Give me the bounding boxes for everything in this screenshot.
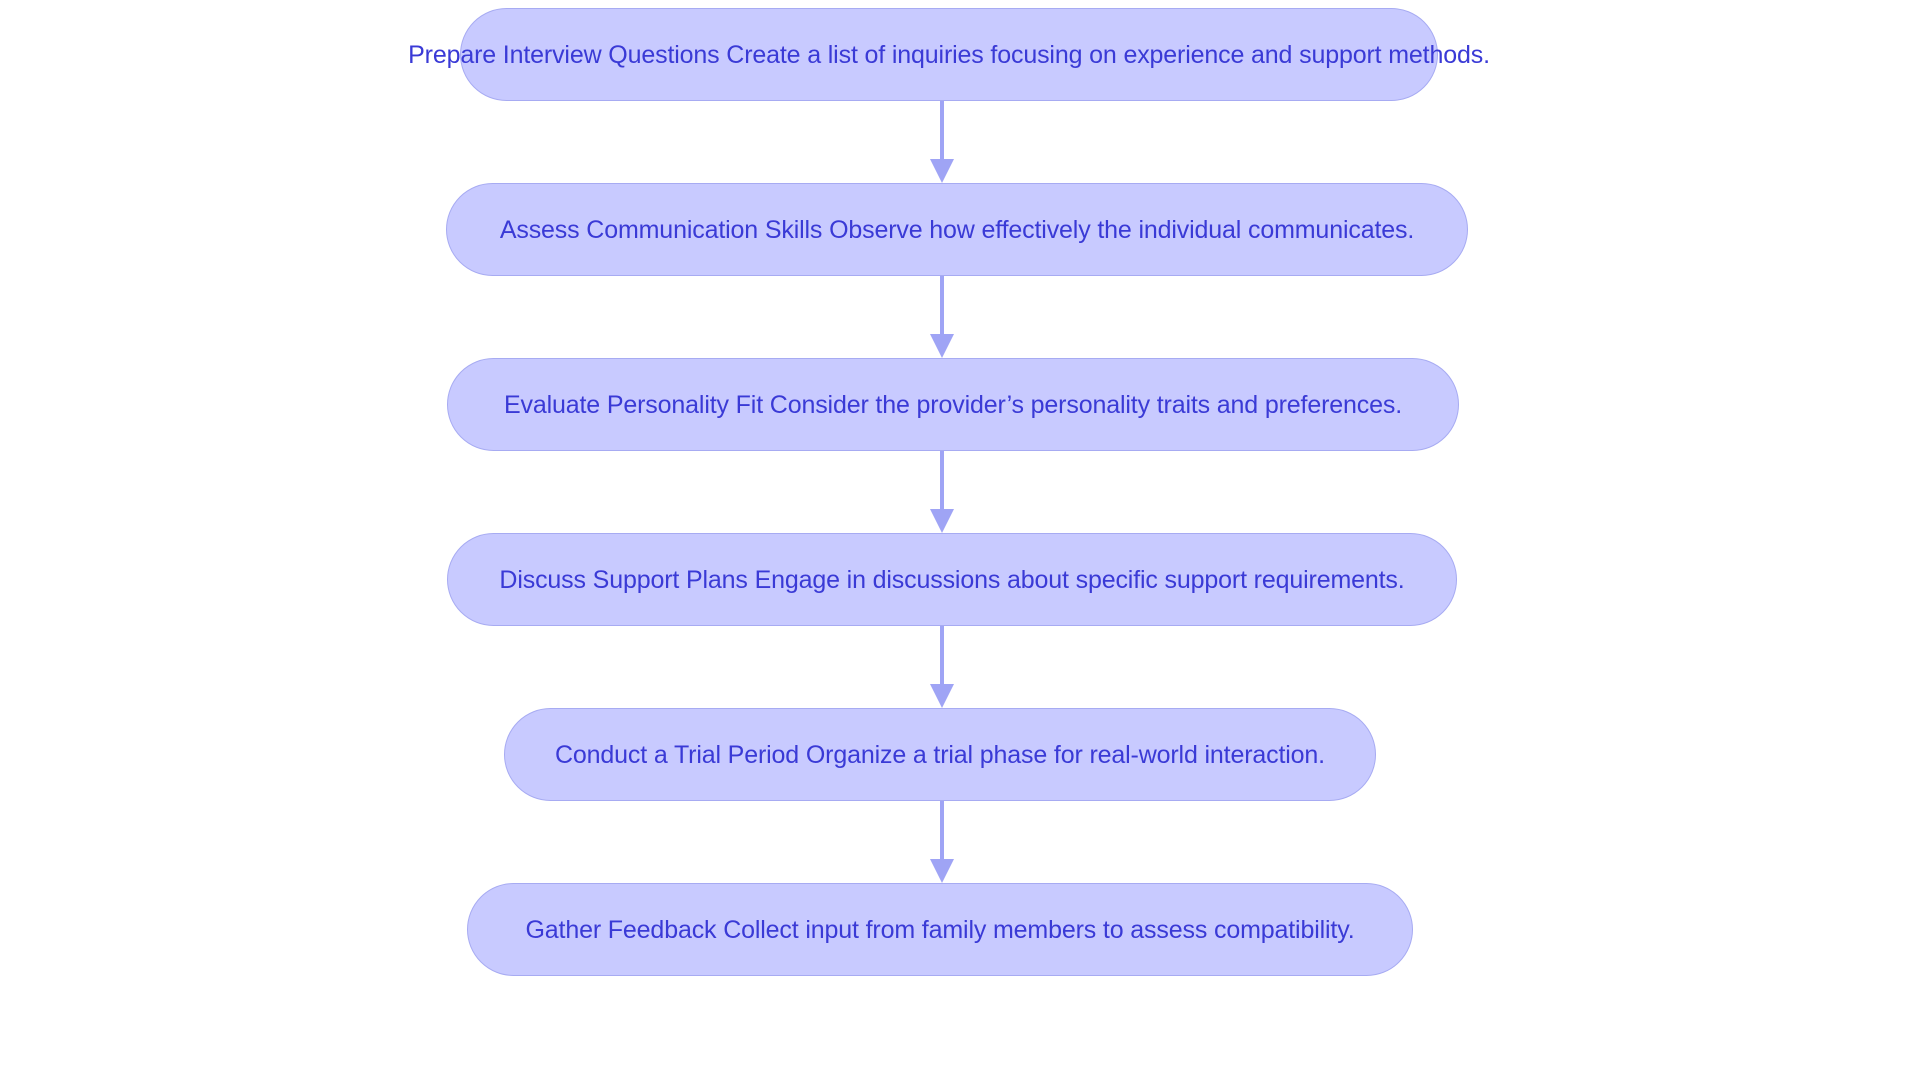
arrow-line-icon: [940, 276, 944, 338]
flowchart-row-3: Evaluate Personality Fit Consider the pr…: [0, 358, 1920, 451]
flowchart-node-conduct-a-trial-period[interactable]: Conduct a Trial Period Organize a trial …: [504, 708, 1376, 801]
connector-shaft-wrap: [930, 451, 954, 533]
arrow-line-icon: [940, 451, 944, 513]
flowchart-node-discuss-support-plans[interactable]: Discuss Support Plans Engage in discussi…: [447, 533, 1457, 626]
flowchart-edge-4-to-5: [0, 626, 1920, 708]
arrow-head-down-icon: [930, 509, 954, 533]
arrow-line-icon: [940, 626, 944, 688]
flowchart-node-assess-communication-skills[interactable]: Assess Communication Skills Observe how …: [446, 183, 1468, 276]
node-label: Evaluate Personality Fit Consider the pr…: [503, 390, 1403, 419]
flowchart-edge-3-to-4: [0, 451, 1920, 533]
connector-shaft-wrap: [930, 626, 954, 708]
flowchart-edge-1-to-2: [0, 101, 1920, 183]
node-label: Prepare Interview Questions Create a lis…: [408, 40, 1490, 69]
flowchart-row-4: Discuss Support Plans Engage in discussi…: [0, 533, 1920, 626]
flowchart-row-1: Prepare Interview Questions Create a lis…: [0, 8, 1920, 101]
arrow-line-icon: [940, 801, 944, 863]
flowchart-node-prepare-interview-questions[interactable]: Prepare Interview Questions Create a lis…: [408, 8, 1490, 101]
flowchart-edge-5-to-6: [0, 801, 1920, 883]
flowchart-row-5: Conduct a Trial Period Organize a trial …: [0, 708, 1920, 801]
connector-shaft-wrap: [930, 276, 954, 358]
flowchart-row-6: Gather Feedback Collect input from famil…: [0, 883, 1920, 976]
arrow-head-down-icon: [930, 859, 954, 883]
flowchart-row-2: Assess Communication Skills Observe how …: [0, 183, 1920, 276]
arrow-line-icon: [940, 101, 944, 163]
top-spacer: [0, 0, 1920, 8]
node-label: Discuss Support Plans Engage in discussi…: [499, 565, 1405, 594]
connector-shaft-wrap: [930, 801, 954, 883]
arrow-head-down-icon: [930, 684, 954, 708]
node-label: Conduct a Trial Period Organize a trial …: [555, 740, 1325, 769]
arrow-head-down-icon: [930, 334, 954, 358]
arrow-head-down-icon: [930, 159, 954, 183]
connector-shaft-wrap: [930, 101, 954, 183]
node-label: Assess Communication Skills Observe how …: [499, 215, 1415, 244]
flowchart-node-evaluate-personality-fit[interactable]: Evaluate Personality Fit Consider the pr…: [447, 358, 1459, 451]
node-label: Gather Feedback Collect input from famil…: [525, 915, 1355, 944]
flowchart-node-gather-feedback[interactable]: Gather Feedback Collect input from famil…: [467, 883, 1413, 976]
flowchart-edge-2-to-3: [0, 276, 1920, 358]
